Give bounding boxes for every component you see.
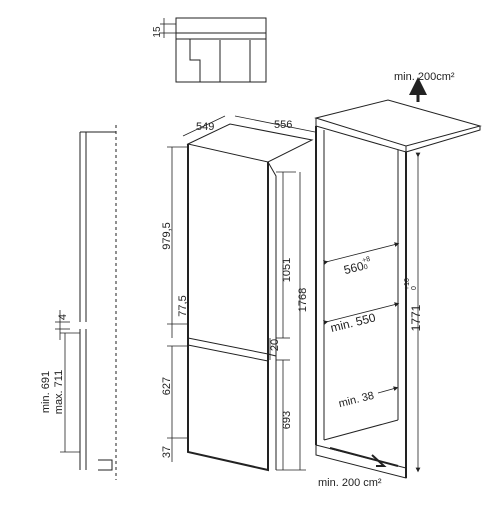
dim-1771-label: 1771 (409, 304, 423, 331)
min-height-label: min. 691 (40, 371, 52, 413)
dim-549-label: 549 (196, 121, 214, 133)
detail-frame (175, 17, 267, 83)
vent-top-label: min. 200cm² (394, 71, 455, 83)
vent-bottom-arrow-icon (371, 454, 387, 467)
dim-627-label: 627 (161, 377, 173, 395)
top-detail: 15 (152, 17, 267, 83)
depth-min-label: min. 550 (329, 310, 377, 335)
dim-4-label: 4 (57, 314, 69, 320)
niche-base (315, 444, 407, 479)
max-height-label: max. 711 (53, 370, 65, 414)
side-min-label: min. 38 (337, 390, 375, 410)
dim-77-5-label: 77,5 (177, 295, 189, 316)
dim-1051-label: 1051 (281, 258, 293, 282)
appliance-front (187, 144, 269, 472)
dim-979-5-label: 979,5 (161, 222, 173, 250)
dim-20-label: 20 (269, 339, 281, 351)
niche: min. 200cm² 560 +8 0 min. 550 1771 +10 0… (314, 71, 482, 489)
dim-556-label: 556 (274, 119, 292, 131)
vent-bottom-label: min. 200 cm² (318, 477, 382, 489)
dim-560-label: 560 (342, 259, 365, 278)
dim-1771-tol-up: +10 (404, 278, 411, 290)
door-panel: 4 min. 691 max. 711 (40, 125, 117, 480)
dim-1771-tol-down: 0 (411, 286, 418, 290)
niche-top (314, 99, 482, 147)
appliance: 549 556 979,5 77,5 627 37 1051 20 693 17… (161, 115, 316, 472)
appliance-top-face (186, 123, 314, 163)
dim-1768-label: 1768 (297, 288, 309, 312)
dim-560-tol-up: +8 (362, 256, 372, 265)
dim-560-tol-down: 0 (363, 264, 369, 272)
dim-15-label: 15 (152, 26, 163, 38)
door-split (187, 337, 269, 355)
dim-693-label: 693 (281, 411, 293, 429)
dim-37-label: 37 (161, 446, 173, 458)
